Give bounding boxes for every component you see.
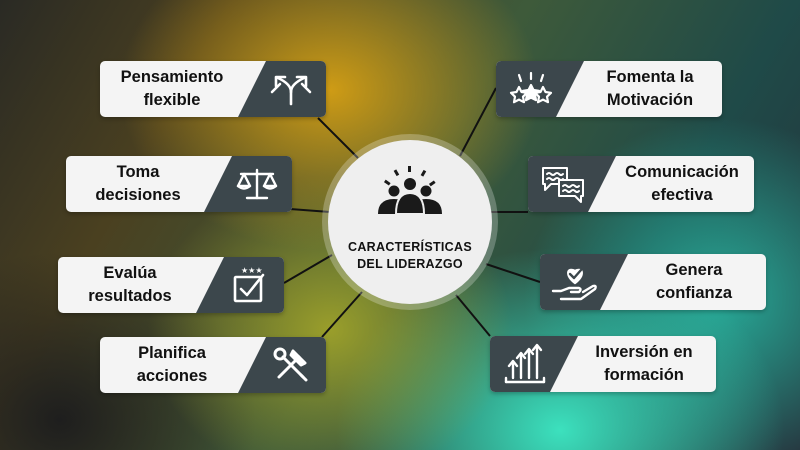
hand-heart-icon: [540, 254, 628, 310]
card-planifica-acciones: Planifica acciones: [100, 337, 326, 393]
growth-arrows-icon: [490, 336, 578, 392]
checkbox-stars-icon: ★★★: [196, 257, 284, 313]
card-genera-confianza: Genera confianza: [540, 254, 766, 310]
card-label: Planifica acciones: [136, 344, 208, 385]
center-title: CARACTERÍSTICAS DEL LIDERAZGO: [348, 239, 472, 271]
card-label: Comunicación efectiva: [625, 163, 739, 204]
scales-icon: [204, 156, 292, 212]
card-pensamiento-flexible: Pensamiento flexible: [100, 61, 326, 117]
diverging-arrows-icon: [238, 61, 326, 117]
tools-icon: [238, 337, 326, 393]
card-label: Pensamiento flexible: [120, 68, 224, 109]
card-label: Evalúa resultados: [88, 264, 172, 305]
card-inversion-formacion: Inversión en formación: [490, 336, 716, 392]
stars-icon: [496, 61, 584, 117]
card-label: Toma decisiones: [95, 163, 181, 204]
card-evalua-resultados: Evalúa resultados ★★★: [58, 257, 284, 313]
team-icon: [374, 165, 446, 221]
card-label: Inversión en formación: [595, 343, 693, 384]
card-fomenta-motivacion: Fomenta la Motivación: [496, 61, 722, 117]
card-label: Fomenta la Motivación: [606, 68, 694, 109]
svg-text:★★★: ★★★: [241, 266, 263, 275]
chat-bubbles-icon: [528, 156, 616, 212]
center-hub: CARACTERÍSTICAS DEL LIDERAZGO: [328, 140, 492, 304]
card-label: Genera confianza: [655, 261, 733, 302]
card-toma-decisiones: Toma decisiones: [66, 156, 292, 212]
card-comunicacion-efectiva: Comunicación efectiva: [528, 156, 754, 212]
